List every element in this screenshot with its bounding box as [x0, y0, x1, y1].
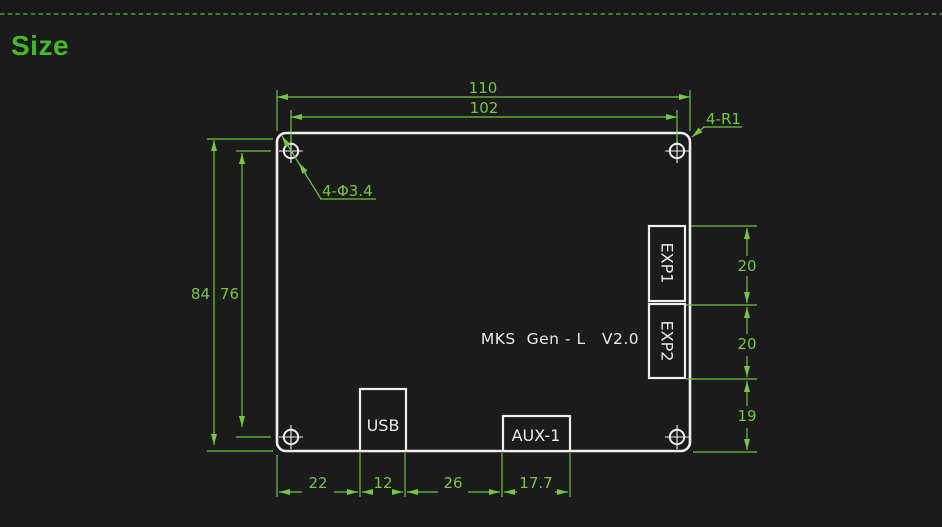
- dim-bottom-3: 26: [443, 474, 462, 492]
- dim-top-outer: 110: [469, 79, 498, 97]
- top-strip: [0, 0, 942, 14]
- corner-radius-note: 4-R1: [706, 110, 741, 128]
- dim-top-inner: 102: [470, 99, 499, 117]
- hole-top-right-icon: [665, 139, 689, 163]
- dim-right-exp1: 20: [737, 257, 756, 275]
- board-outline-group: [275, 131, 692, 453]
- hole-diameter-note: 4-Φ3.4: [322, 182, 373, 200]
- aux1-connector: [501, 414, 572, 453]
- extension-lines: [207, 90, 757, 497]
- dim-bottom-1: 22: [308, 474, 327, 492]
- dim-left-inner: 76: [220, 285, 239, 303]
- board-outline: [275, 131, 692, 453]
- hole-bottom-right-icon: [665, 425, 689, 449]
- board-model-label: MKS Gen - L V2.0: [481, 330, 639, 348]
- aux1-label: AUX-1: [512, 426, 561, 445]
- exp1-label: EXP1: [658, 243, 677, 284]
- dimension-lines: [211, 94, 750, 495]
- dim-left-outer: 84: [191, 285, 210, 303]
- page-title: Size: [11, 30, 70, 61]
- exp1-connector: [647, 224, 687, 303]
- exp2-label: EXP2: [658, 321, 677, 362]
- usb-connector: [358, 387, 408, 453]
- usb-label: USB: [367, 416, 400, 435]
- dim-right-bottom: 19: [737, 407, 756, 425]
- exp2-connector: [647, 302, 687, 380]
- hole-bottom-left-icon: [279, 425, 303, 449]
- dim-bottom-4: 17.7: [519, 474, 552, 492]
- dim-bottom-2: 12: [373, 474, 392, 492]
- dim-right-exp2: 20: [737, 335, 756, 353]
